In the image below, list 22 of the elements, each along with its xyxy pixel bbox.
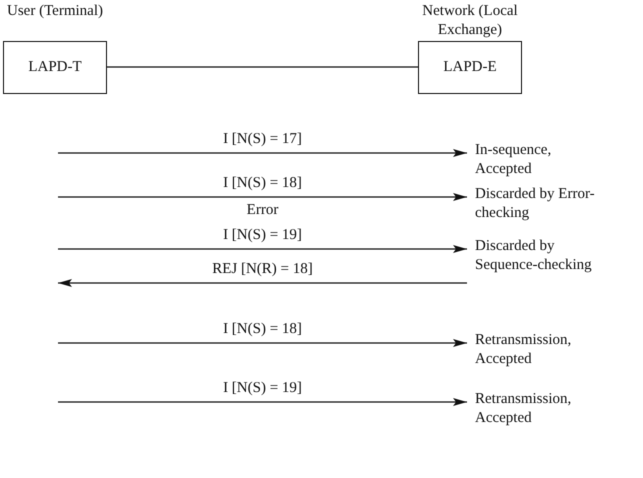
status-note: Discarded by Sequence-checking xyxy=(475,237,599,275)
message-label: I [N(S) = 19] xyxy=(222,227,303,244)
message-arrow xyxy=(58,339,467,347)
actor-heading: Network (Local Exchange) xyxy=(421,2,519,40)
status-note: Retransmission, Accepted xyxy=(475,390,599,428)
message-label: REJ [N(R) = 18] xyxy=(211,261,314,278)
connector-line xyxy=(107,66,418,68)
status-note: Discarded by Error-checking xyxy=(475,185,599,223)
message-label: I [N(S) = 17] xyxy=(222,131,303,148)
message-arrow xyxy=(58,193,467,201)
actor-heading: User (Terminal) xyxy=(6,2,104,21)
message-label: I [N(S) = 18] xyxy=(222,175,303,192)
entity-box: LAPD-E xyxy=(418,41,522,94)
message-arrow xyxy=(58,245,467,253)
status-note: Retransmission, Accepted xyxy=(475,331,599,369)
error-note: Error xyxy=(246,202,280,219)
status-note: In-sequence, Accepted xyxy=(475,141,599,179)
entity-box: LAPD-T xyxy=(3,41,107,94)
message-arrow xyxy=(58,398,467,406)
message-label: I [N(S) = 18] xyxy=(222,321,303,338)
message-label: I [N(S) = 19] xyxy=(222,380,303,397)
message-arrow xyxy=(58,149,467,157)
